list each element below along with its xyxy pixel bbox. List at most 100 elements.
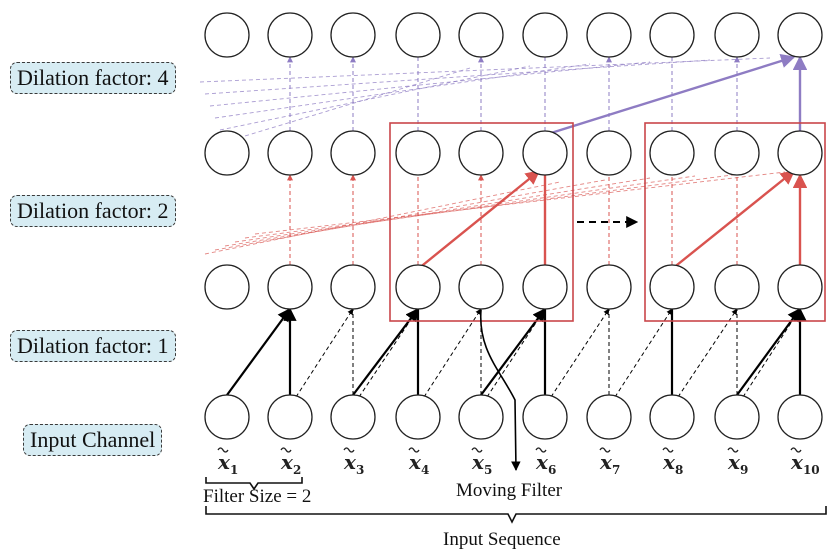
filter-boxes (389, 122, 826, 471)
tilde-mark (662, 447, 674, 453)
dilation-4-background-line (204, 59, 711, 95)
filter-size-brace (205, 477, 303, 491)
dilation-4-node (522, 12, 568, 58)
input-node (586, 394, 632, 440)
tilde-mark (471, 447, 483, 453)
edge-d1-4-to-d2-6 (417, 170, 541, 270)
input-label-x5: x5 (471, 450, 492, 477)
dilation-2-node (267, 130, 313, 176)
dilation-1-node (714, 264, 760, 310)
dilation-4-node (458, 12, 504, 58)
edge-d2-6-to-d4-10 (550, 53, 796, 135)
dilation-4-node (330, 12, 376, 58)
edge-x5-to-d1-6 (480, 307, 546, 396)
edge-x9-to-d1-10 (736, 307, 801, 396)
dilation-2-background-line (224, 177, 651, 247)
dilation-2-node (330, 130, 376, 176)
tilde-mark (790, 447, 802, 453)
dilation-2-background-line (214, 179, 606, 251)
dilation-4-node (204, 12, 250, 58)
dilation-1-node (267, 264, 313, 310)
dilation-2-background-line (204, 181, 561, 255)
input-label-x2: x2 (280, 450, 301, 477)
edge-d1-8-to-d2-10 (671, 170, 796, 270)
input-node (395, 394, 441, 440)
filter-size-caption: Filter Size = 2 (203, 486, 312, 507)
dilation-4-background-line (214, 63, 591, 119)
input-labels: x1 x2 x3 x4 x5 x6 x7 x8 x9 x10 (217, 447, 820, 477)
input-node (649, 394, 695, 440)
dilation-4-node (649, 12, 695, 58)
dilation-1-node (458, 264, 504, 310)
tilde-mark (280, 447, 292, 453)
dilation-2-node (777, 130, 823, 176)
dilation-4-background-line (224, 67, 471, 143)
dilation-1-node (777, 264, 823, 310)
input-node (330, 394, 376, 440)
tilde-mark (727, 447, 739, 453)
input-node (204, 394, 250, 440)
dilation-2-node (458, 130, 504, 176)
dilation-2-node (586, 130, 632, 176)
connection-edges (199, 53, 808, 398)
dilation-2-node (522, 130, 568, 176)
dilation-1-node (330, 264, 376, 310)
input-node (267, 394, 313, 440)
dilation-1-node (395, 264, 441, 310)
nodes (204, 12, 823, 440)
input-label-x6: x6 (535, 450, 556, 477)
dilation-factor-1-label: Dilation factor: 1 (10, 330, 176, 362)
edge-x3-to-d1-4 (352, 307, 419, 396)
edge-diagonal-to-d1-3 (295, 308, 354, 398)
input-sequence-brace (205, 506, 827, 524)
dilation-2-background-line (254, 171, 786, 235)
dilation-factor-2-label: Dilation factor: 2 (10, 195, 176, 227)
input-node (714, 394, 760, 440)
edge-diagonal-to-d1-4 (358, 308, 419, 398)
input-label-x7: x7 (599, 450, 620, 477)
tilde-mark (599, 447, 611, 453)
dilation-1-node (522, 264, 568, 310)
edge-diagonal-to-d1-9 (677, 308, 738, 398)
dilation-1-node (586, 264, 632, 310)
dilation-2-node (714, 130, 760, 176)
input-label-x10: x10 (790, 450, 820, 477)
input-label-x4: x4 (408, 450, 429, 477)
input-label-x3: x3 (343, 450, 364, 477)
tilde-mark (217, 447, 229, 453)
dilation-4-node (777, 12, 823, 58)
input-channel-label: Input Channel (23, 424, 163, 456)
braces (205, 477, 827, 524)
edge-x1-to-d1-2 (226, 307, 291, 396)
dilation-factor-4-label: Dilation factor: 4 (10, 62, 176, 94)
edge-diagonal-to-d1-7 (550, 308, 610, 398)
input-sequence-caption: Input Sequence (443, 529, 561, 550)
tilde-mark (535, 447, 547, 453)
dilation-4-background-line (219, 65, 531, 131)
input-node (777, 394, 823, 440)
edge-diagonal-to-d1-5 (423, 308, 482, 398)
dilation-4-node (395, 12, 441, 58)
tilde-mark (408, 447, 420, 453)
dilation-2-node (649, 130, 695, 176)
dilation-1-node (204, 264, 250, 310)
tilde-mark (343, 447, 355, 453)
edge-diagonal-to-d1-8 (614, 308, 673, 398)
input-node (522, 394, 568, 440)
dilation-2-node (204, 130, 250, 176)
filter-box-next (644, 122, 826, 322)
moving-filter-caption: Moving Filter (456, 480, 563, 501)
input-label-x9: x9 (727, 450, 748, 477)
input-label-x8: x8 (662, 450, 683, 477)
dilation-2-background-line (244, 173, 741, 239)
dilation-2-node (395, 130, 441, 176)
dilation-4-background-line (209, 61, 651, 107)
moving-filter-curve-arrow (479, 309, 521, 471)
dilation-1-node (649, 264, 695, 310)
input-node (458, 394, 504, 440)
input-label-x1: x1 (217, 450, 238, 477)
dilation-4-node (586, 12, 632, 58)
dilation-4-node (267, 12, 313, 58)
dilation-4-node (714, 12, 760, 58)
